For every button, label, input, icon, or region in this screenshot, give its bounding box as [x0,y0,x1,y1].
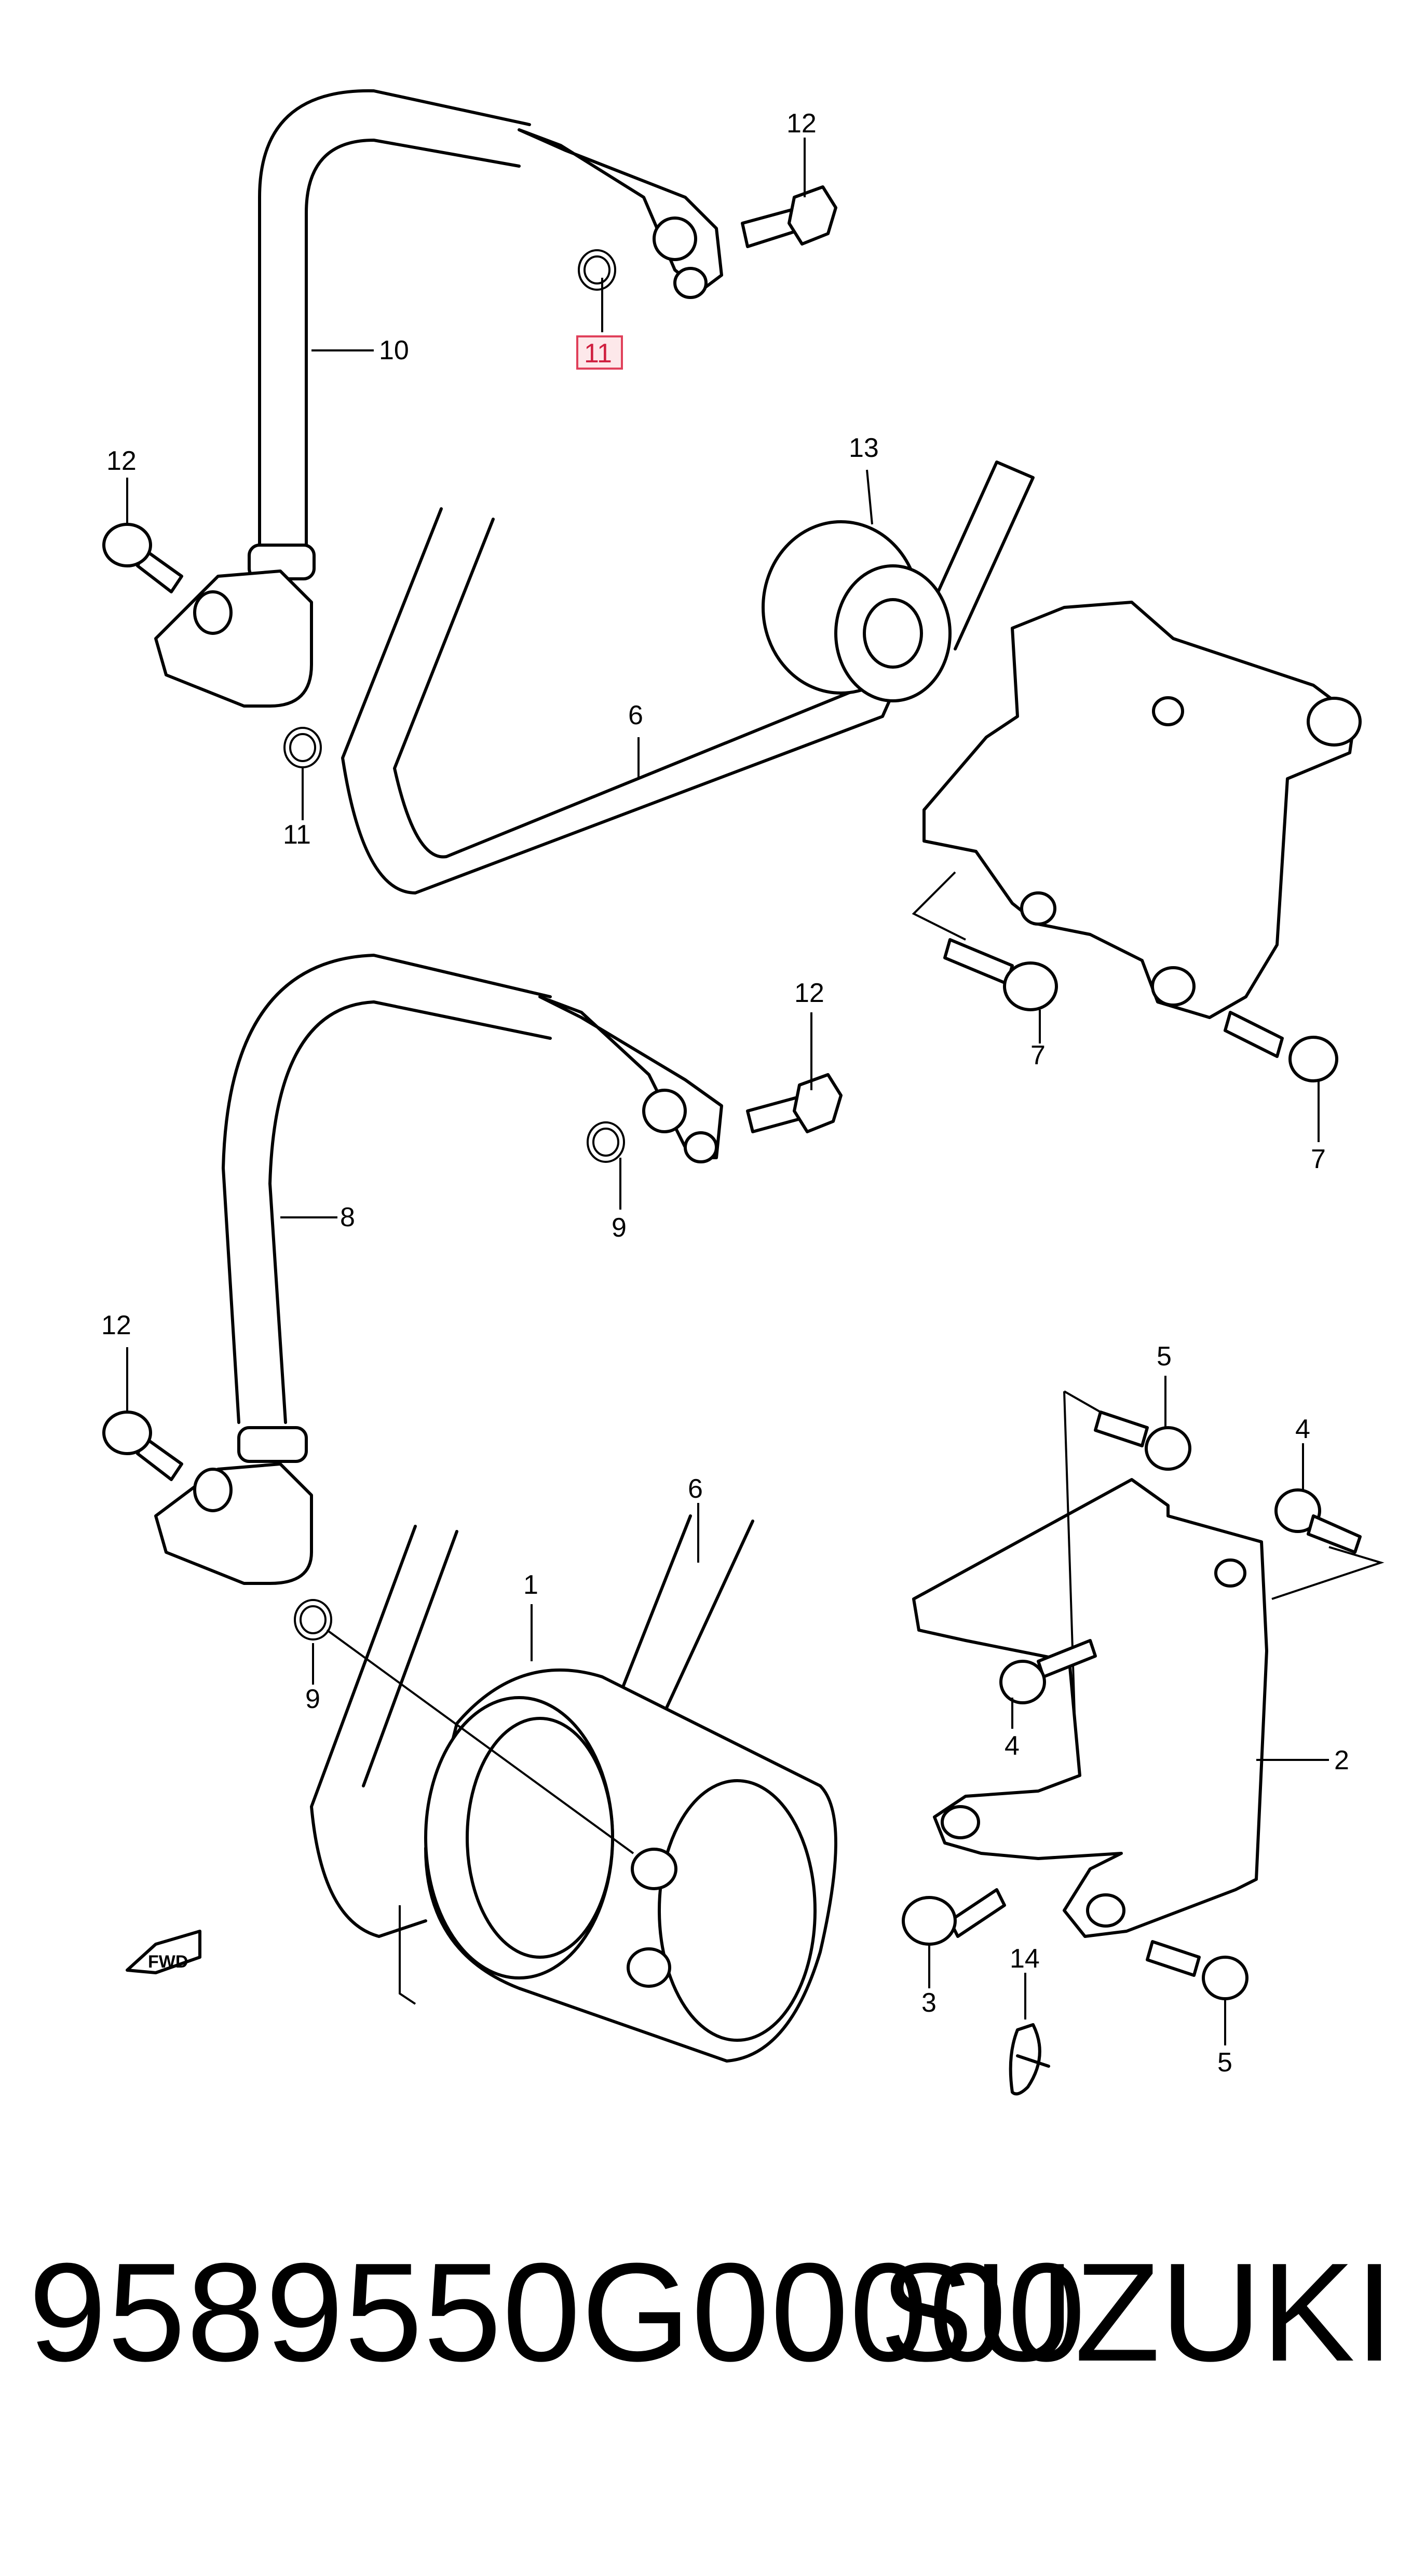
clip-14[interactable] [1009,2023,1050,2096]
bolt-5-top[interactable] [1094,1411,1191,1471]
leader-5b [1064,1390,1101,1413]
bolt-3[interactable] [902,1888,1006,1946]
callout-9-bot: 9 [305,1684,320,1714]
callout-11-top: 11 [584,338,612,369]
callout-11-mid: 11 [283,820,311,850]
callout-4-left: 4 [1005,1731,1020,1761]
callout-14: 14 [1010,1944,1040,1974]
idler-bracket[interactable] [922,601,1362,1019]
callout-5-bot: 5 [1217,2048,1232,2078]
hose-8[interactable] [154,954,723,1585]
o-ring-11-mid[interactable] [283,727,322,768]
o-ring-9-bot[interactable] [294,1599,332,1640]
callout-leaders [126,138,1329,2045]
bolt-4-left[interactable] [999,1639,1097,1704]
callout-6-bot: 6 [688,1474,703,1504]
callout-1: 1 [523,1570,538,1600]
o-ring-11-top[interactable] [578,249,616,291]
fwd-arrow-icon: FWD [126,1930,201,1974]
ac-compressor-1[interactable] [310,1514,837,2063]
callout-7-left: 7 [1030,1040,1046,1070]
callout-12-top: 12 [786,109,817,139]
callout-12-left-top: 12 [106,446,137,476]
bolt-5-bot[interactable] [1146,1940,1248,2000]
leader-4 [1271,1546,1385,1600]
bolt-12-left-bot[interactable] [102,1411,183,1481]
idler-pulley-13[interactable] [762,520,952,702]
callout-12-mid: 12 [794,978,824,1008]
leader-9 [326,1629,634,1854]
o-ring-9-mid[interactable] [587,1121,625,1163]
callout-12-left-bot: 12 [101,1310,131,1340]
callout-10: 10 [379,335,409,365]
callout-6-top: 6 [628,700,643,730]
fwd-label: FWD [148,1952,188,1972]
bolt-4-right[interactable] [1274,1488,1362,1554]
hose-10[interactable] [154,89,723,708]
part-number: 9589550G00000 [29,2234,1087,2391]
callout-8: 8 [340,1202,355,1232]
bolt-7-left[interactable] [943,938,1058,1011]
callout-7-right: 7 [1311,1144,1326,1174]
drive-belt-6[interactable] [341,460,1035,894]
callout-9-mid: 9 [612,1213,627,1243]
callout-5-top: 5 [1157,1341,1172,1372]
parts-diagram: FWD [101,89,1385,2096]
compressor-bracket-2[interactable] [912,1478,1268,1938]
callout-13: 13 [849,433,879,463]
callout-11-highlight: 11 [576,335,623,370]
bolt-12-mid[interactable] [746,1073,843,1133]
bolt-12-left-top[interactable] [102,523,183,593]
bolt-12-top[interactable] [741,185,837,248]
callout-3: 3 [921,1988,937,2018]
callout-2: 2 [1334,1745,1349,1775]
bolt-7-right[interactable] [1224,1011,1338,1082]
footer: 9589550G00000 SUZUKI [0,2232,1425,2450]
leader-7 [912,871,966,941]
brand-name: SUZUKI [879,2234,1394,2391]
callout-4-right: 4 [1295,1414,1310,1444]
